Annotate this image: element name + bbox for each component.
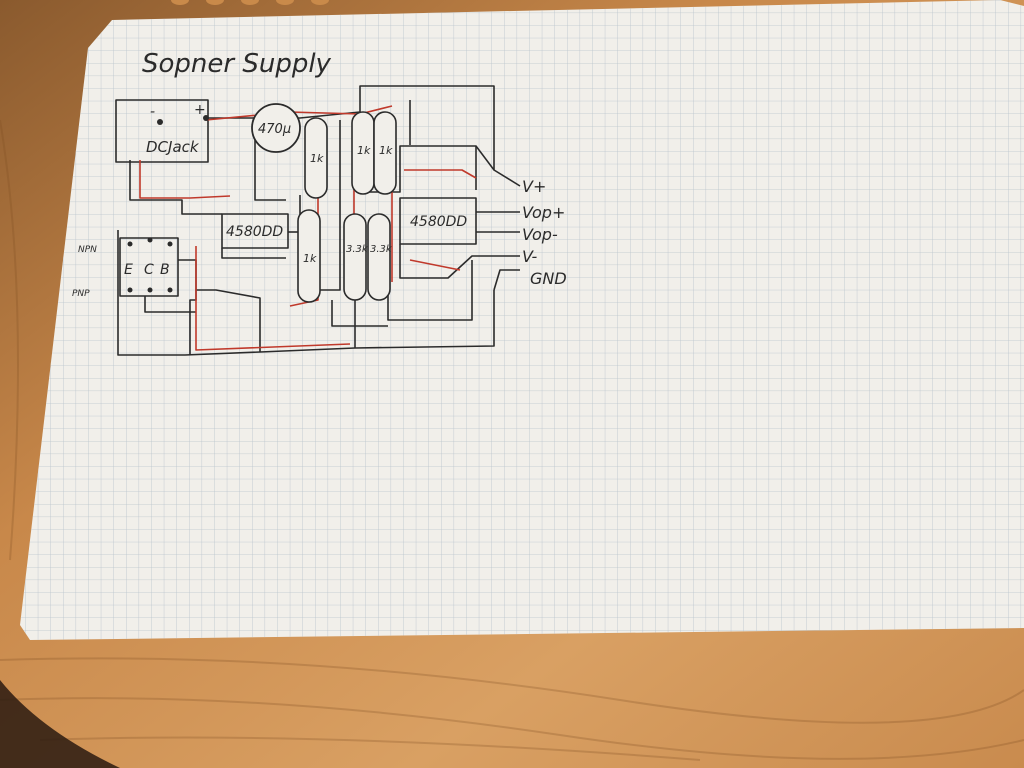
regulator-right-label: 4580DD (410, 214, 467, 230)
resistor-2-label: 1k (303, 252, 317, 265)
capacitor-470u (251, 103, 301, 153)
pin-b-label: B (160, 262, 170, 278)
output-v-minus: V- (522, 247, 538, 266)
output-v-plus: V+ (522, 177, 546, 196)
capacitor-label: 470μ (258, 122, 291, 137)
resistor-1-label: 1k (310, 152, 324, 165)
npn-label: NPN (78, 245, 97, 255)
dc-jack-plus-label: + (194, 102, 206, 118)
black-wires (115, 85, 521, 356)
resistor-2 (297, 209, 321, 303)
trimmer-1 (343, 213, 367, 301)
resistor-4-label: 1k (379, 144, 393, 157)
dc-jack-minus-label: - (150, 104, 155, 120)
resistor-group (297, 111, 397, 303)
dc-jack-label: DCJack (146, 138, 200, 156)
corner-shadow (0, 680, 120, 768)
resistor-4 (373, 111, 397, 195)
output-gnd: GND (530, 269, 567, 288)
output-vop-plus: Vop+ (522, 203, 565, 222)
pin-c-label: C (144, 262, 154, 278)
output-vop-minus: Vop- (522, 225, 558, 244)
resistor-1 (304, 117, 328, 199)
transistor-pins (127, 237, 173, 293)
regulator-left-label: 4580DD (226, 224, 283, 240)
pin-e-label: E (124, 262, 133, 278)
trimmer-1-label: 3.3k (346, 244, 369, 255)
dc-jack-pin-minus (157, 119, 163, 125)
trimmer-2-label: 3.3k (370, 244, 393, 255)
pnp-label: PNP (72, 289, 90, 299)
resistor-3-label: 1k (357, 144, 371, 157)
torn-edge (171, 0, 329, 5)
trimmer-2 (367, 213, 391, 301)
dc-jack-pin-plus (203, 115, 209, 121)
wood-grain (0, 119, 1024, 761)
page-title: Sopner Supply (142, 49, 332, 79)
